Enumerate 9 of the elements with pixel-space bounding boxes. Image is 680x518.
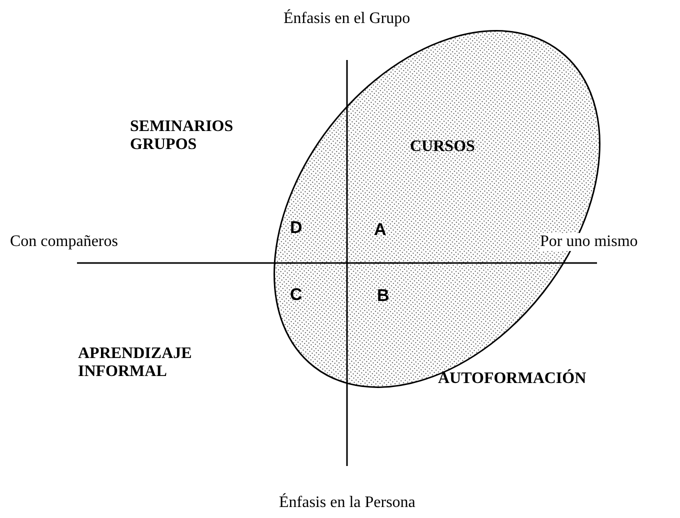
axis-label: Con compañeros (10, 233, 118, 251)
axis-label: Por uno mismo (540, 233, 638, 251)
quadrant-label: APRENDIZAJE INFORMAL (78, 345, 193, 381)
quadrant-label: SEMINARIOS GRUPOS (130, 118, 234, 154)
axis-label: Énfasis en la Persona (279, 494, 416, 512)
quadrant-label: AUTOFORMACIÓN (438, 370, 586, 388)
region-letter: A (374, 220, 386, 240)
axis-label: Énfasis en el Grupo (284, 10, 410, 28)
region-letter: B (377, 286, 390, 306)
